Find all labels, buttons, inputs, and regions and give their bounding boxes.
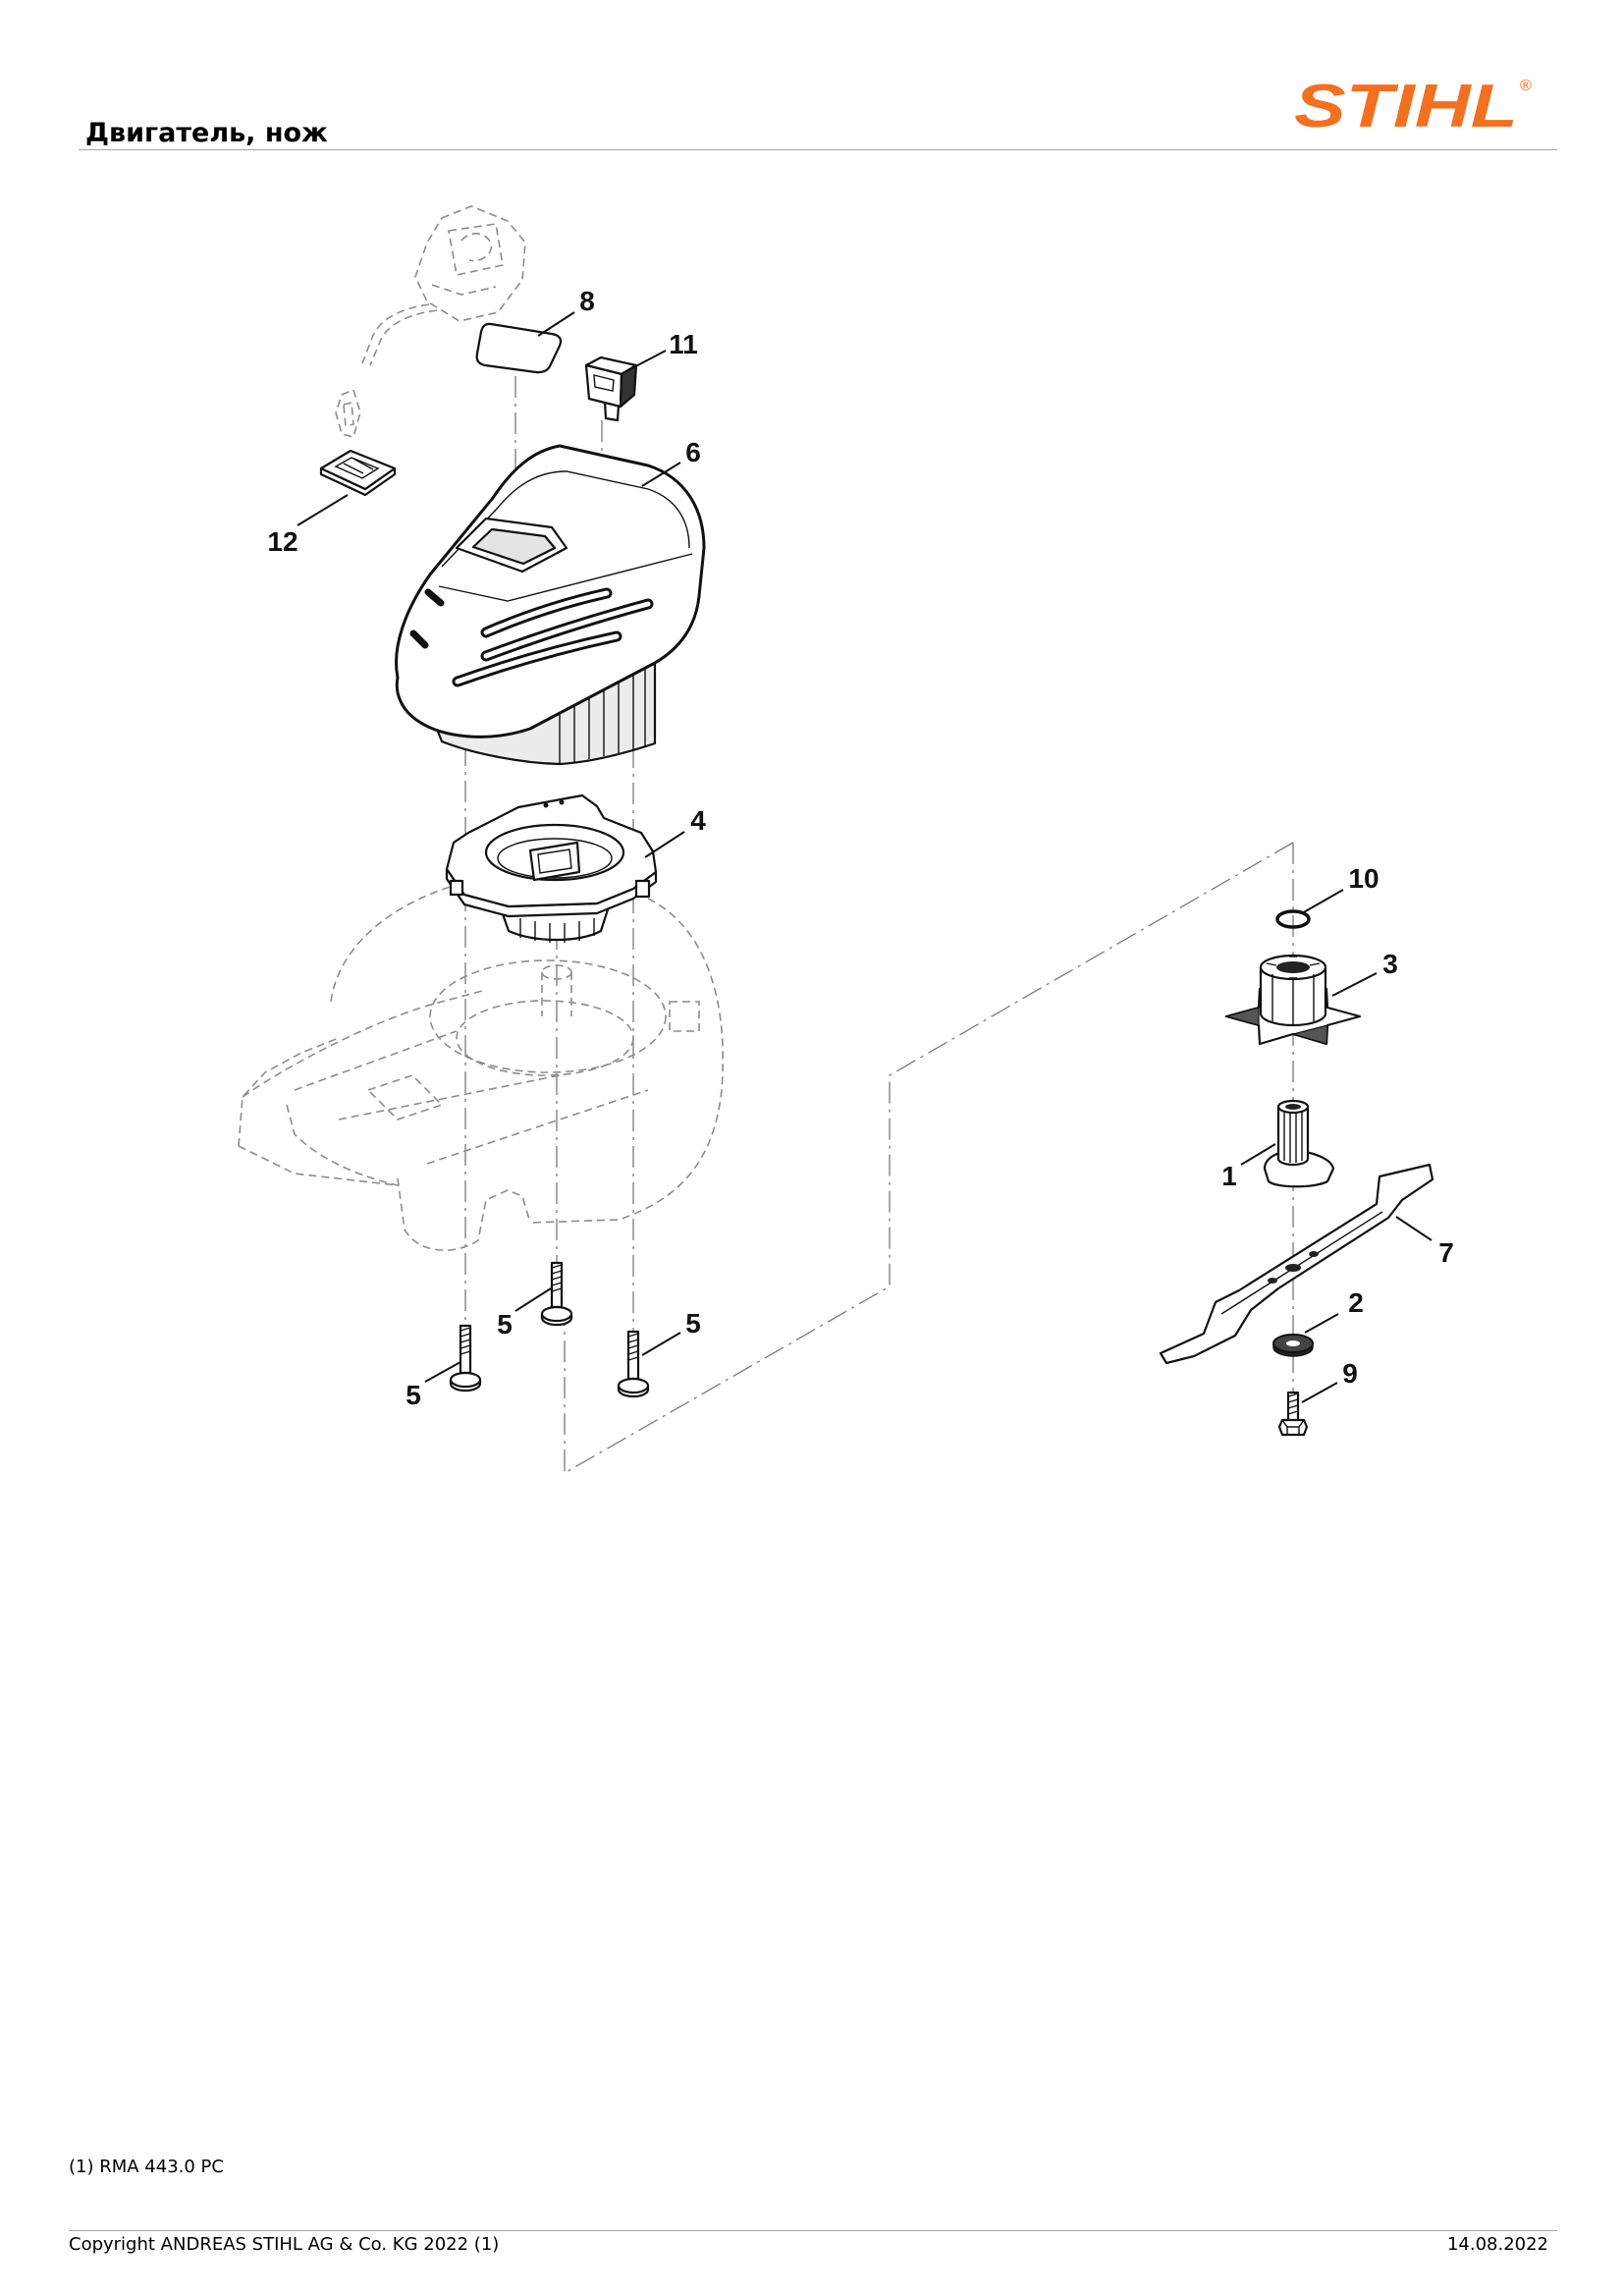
- footer-divider: [69, 2230, 1557, 2231]
- callouts: 8 11 6 12 4 10 3 1 7 2 9 5 5 5: [267, 286, 1453, 1410]
- callout-3: 3: [1382, 949, 1398, 979]
- leader-line-2: [1304, 1313, 1339, 1334]
- callout-7: 7: [1438, 1237, 1454, 1268]
- cable: [361, 303, 438, 366]
- leader-line-8: [537, 311, 575, 337]
- part-3-fan: [1223, 954, 1362, 1046]
- part-6-cover: [395, 444, 706, 766]
- part-10-ring: [1275, 909, 1311, 929]
- part-12-bracket: [319, 449, 397, 497]
- part-1-adapter: [1263, 1099, 1335, 1188]
- logo-wordmark: STIHL: [1294, 73, 1518, 140]
- callout-5: 5: [497, 1309, 513, 1339]
- callout-4: 4: [690, 805, 706, 836]
- callout-6: 6: [685, 437, 701, 467]
- copyright-text: Copyright ANDREAS STIHL AG & Co. KG 2022…: [69, 2234, 500, 2255]
- leader-line-5: [641, 1332, 681, 1356]
- part-5-bolt: [540, 1261, 573, 1327]
- part-4-flange: [445, 793, 658, 943]
- callout-5: 5: [685, 1308, 701, 1339]
- part-11-cap: [584, 355, 638, 422]
- callout-8: 8: [579, 286, 595, 316]
- leader-line-6: [641, 462, 681, 487]
- callout-9: 9: [1342, 1358, 1358, 1389]
- callout-10: 10: [1348, 863, 1379, 894]
- leader-lines: [297, 311, 1433, 1403]
- leader-line-5: [514, 1287, 552, 1312]
- leader-line-12: [297, 494, 349, 526]
- brand-logo: STIHL ®: [1294, 73, 1532, 140]
- leader-line-1: [1240, 1143, 1276, 1166]
- mower-deck-outline: [238, 880, 725, 1251]
- leader-line-10: [1301, 889, 1344, 914]
- control-module: [414, 205, 526, 322]
- leader-line-3: [1331, 972, 1378, 997]
- callout-11: 11: [669, 329, 698, 359]
- leader-line-5: [424, 1361, 461, 1383]
- callout-2: 2: [1348, 1287, 1364, 1318]
- part-8-label: [475, 322, 563, 374]
- part-2-washer: [1272, 1334, 1314, 1357]
- part-5-bolt: [449, 1324, 482, 1393]
- callout-5: 5: [406, 1380, 421, 1410]
- part-7-blade: [1159, 1163, 1434, 1365]
- leader-line-4: [644, 831, 685, 858]
- model-note: (1) RMA 443.0 PC: [69, 2157, 224, 2177]
- print-date: 14.08.2022: [1446, 2234, 1548, 2255]
- page-title: Двигатель, нож: [85, 118, 328, 148]
- leader-line-7: [1395, 1216, 1433, 1241]
- header-divider: [79, 149, 1557, 150]
- part-5-bolt: [617, 1330, 650, 1398]
- part-9-bolt: [1277, 1391, 1309, 1437]
- leader-line-9: [1301, 1382, 1338, 1403]
- callout-12: 12: [267, 526, 298, 557]
- leader-line-11: [625, 350, 667, 372]
- cable-clip: [335, 388, 361, 438]
- registered-mark: ®: [1520, 78, 1532, 94]
- callout-1: 1: [1221, 1161, 1237, 1191]
